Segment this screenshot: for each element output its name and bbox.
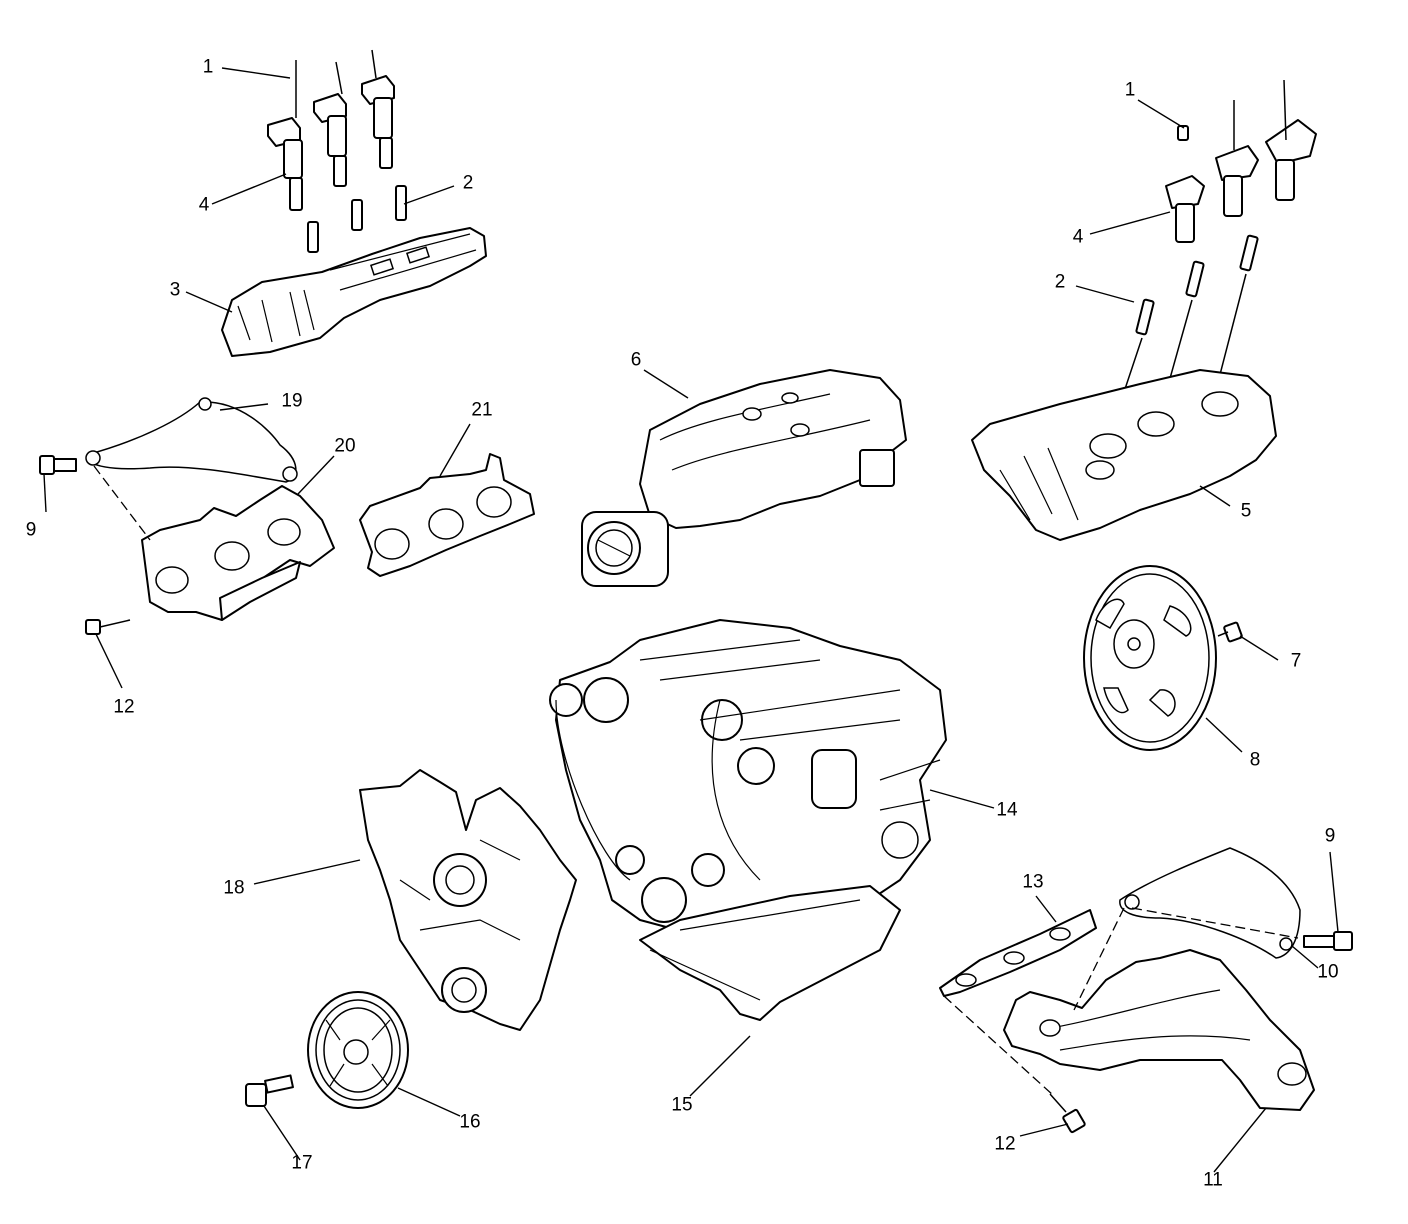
left-camshaft-cover [221, 227, 487, 357]
left-ignition-coil-group [267, 49, 407, 253]
engine-front-cover [359, 769, 577, 1031]
callout-number: 4 [198, 194, 210, 216]
callout-number: 6 [630, 349, 642, 371]
bolt [1303, 931, 1353, 951]
engine-assembly [549, 619, 947, 1021]
spark-plug [1135, 234, 1259, 336]
callout-number: 10 [1317, 961, 1339, 983]
right-exhaust-gasket [939, 909, 1097, 997]
callout-number: 14 [996, 799, 1018, 821]
left-exhaust-gasket [85, 397, 298, 483]
left-exhaust-manifold [141, 485, 335, 621]
callout-number: 9 [1324, 825, 1336, 847]
callout-number: 9 [25, 519, 37, 541]
flexplate [1083, 565, 1217, 751]
bolt [1217, 621, 1243, 643]
right-camshaft-cover [971, 369, 1277, 541]
callout-number: 12 [113, 696, 135, 718]
callout-leader-lines [43, 67, 1339, 1173]
ignition-coil [361, 49, 395, 169]
callout-number: 8 [1249, 749, 1261, 771]
callout-number: 12 [994, 1133, 1016, 1155]
callout-number: 5 [1240, 500, 1252, 522]
ignition-coil [1215, 100, 1259, 217]
callout-number: 7 [1290, 650, 1302, 672]
callout-number: 2 [462, 172, 474, 194]
crankshaft-balancer [307, 991, 409, 1109]
intake-manifold-gasket [359, 453, 535, 577]
callout-number: 1 [202, 56, 214, 78]
callout-number: 11 [1203, 1169, 1223, 1191]
ignition-coil [313, 61, 347, 187]
callout-number: 1 [1124, 79, 1136, 101]
callout-number: 18 [223, 877, 245, 899]
bolt [85, 619, 131, 635]
callout-number: 3 [169, 279, 181, 301]
callout-number: 13 [1022, 871, 1044, 893]
callout-number: 15 [671, 1094, 693, 1116]
callout-number: 2 [1054, 271, 1066, 293]
bolt [245, 1074, 294, 1107]
right-exhaust-heat-shield [1119, 847, 1301, 959]
callout-number: 4 [1072, 226, 1084, 248]
right-exhaust-manifold [1003, 949, 1315, 1111]
ignition-coil [1265, 79, 1317, 201]
intake-manifold [581, 369, 907, 587]
ignition-coil [1165, 125, 1205, 243]
callout-number: 21 [471, 399, 493, 421]
bolt [39, 455, 77, 475]
ignition-coil [267, 60, 303, 211]
callout-number: 17 [291, 1152, 313, 1174]
callout-number: 20 [334, 435, 356, 457]
spark-plug [307, 185, 407, 253]
callout-number: 19 [281, 390, 303, 412]
bolt [1049, 1093, 1086, 1134]
callout-number: 16 [459, 1111, 481, 1133]
